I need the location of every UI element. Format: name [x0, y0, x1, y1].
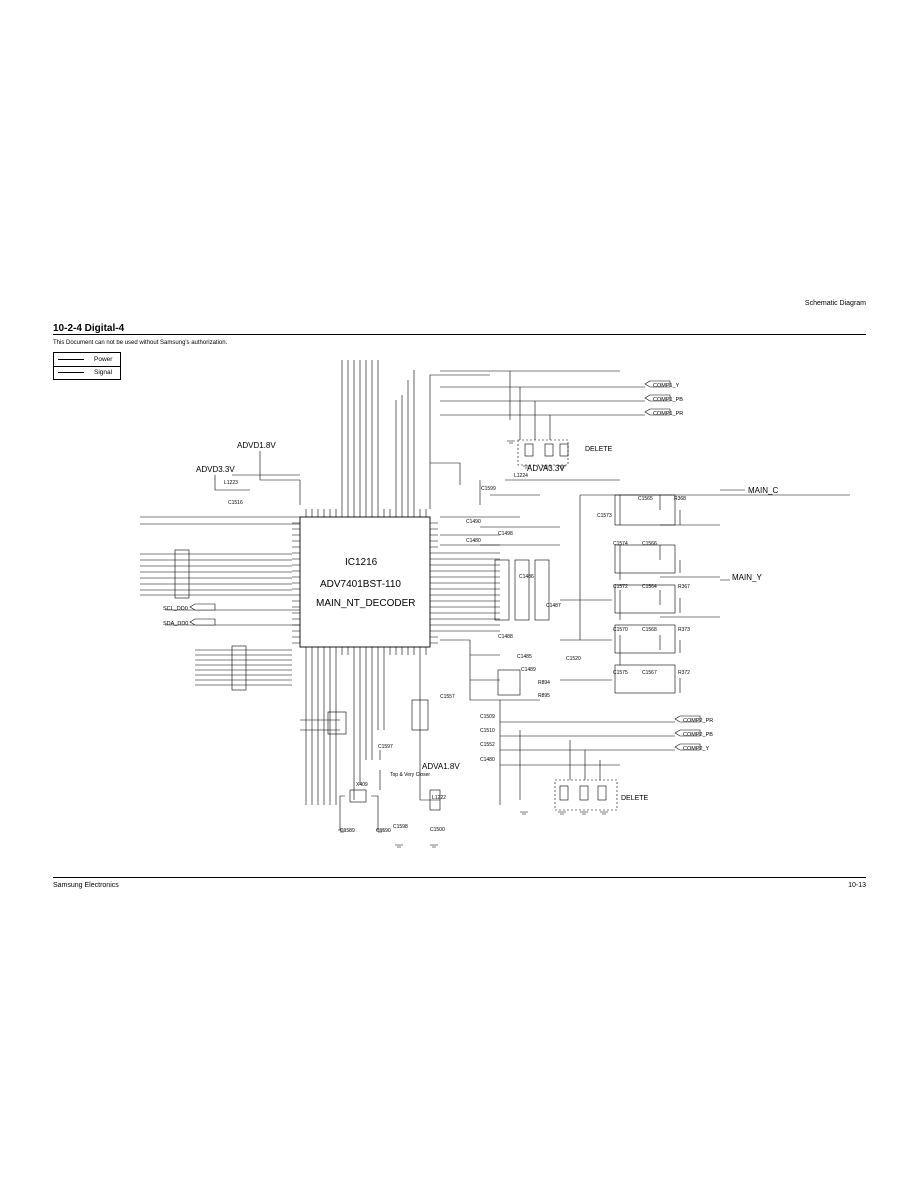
output-comp1-pb: COMP1_PB: [653, 397, 683, 403]
output-comp2-pb: COMP2_PB: [683, 732, 713, 738]
ref-c1509: C1509: [480, 714, 495, 720]
ref-c1567: C1567: [642, 670, 657, 676]
ref-c1480: C1480: [466, 538, 481, 544]
ref-r368: R368: [674, 496, 686, 502]
footer-company: Samsung Electronics: [53, 882, 119, 889]
ic-function-name: MAIN_NT_DECODER: [316, 598, 415, 609]
rail-advd18: ADVD1.8V: [237, 441, 276, 450]
rail-advd33: ADVD3.3V: [196, 465, 235, 474]
top-divider: [53, 334, 866, 335]
page-title: 10-2-4 Digital-4: [53, 323, 125, 334]
signal-sda: SDA_DD0: [163, 621, 188, 627]
line-legend: Power Signal: [53, 352, 121, 380]
output-comp1-y: COMP1_Y: [653, 383, 680, 389]
rail-adva33: ADVA3.3V: [527, 464, 565, 473]
signal-scl: SCL_DD0: [163, 606, 188, 612]
footer-page-number: 10-13: [848, 882, 866, 889]
legend-signal-label: Signal: [94, 369, 113, 376]
ref-l1222: L1222: [432, 795, 446, 801]
ref-c1510: C1510: [480, 728, 495, 734]
ref-c1574: C1574: [613, 541, 628, 547]
ref-l1224: L1224: [514, 473, 528, 479]
ref-c1552: C1552: [480, 742, 495, 748]
output-main-c: MAIN_C: [748, 486, 778, 495]
ref-c1489: C1489: [521, 667, 536, 673]
ref-c1572: C1572: [613, 584, 628, 590]
output-comp2-y: COMP2_Y: [683, 746, 710, 752]
ref-r367: R367: [678, 584, 690, 590]
output-connectors: [189, 380, 701, 751]
note-top-very-closer: Top & Very Closer: [390, 772, 430, 778]
legend-row-signal: Signal: [54, 366, 120, 379]
schematic-wires: [140, 360, 850, 830]
ref-r372: R372: [678, 670, 690, 676]
ground-symbols: [338, 440, 608, 848]
ic-body: [299, 516, 431, 648]
legend-row-power: Power: [54, 353, 120, 366]
output-main-y: MAIN_Y: [732, 573, 762, 582]
ref-c1500: C1500: [430, 827, 445, 833]
signal-line-sample: [58, 372, 84, 373]
output-comp2-pr: COMP2_PR: [683, 718, 713, 724]
ref-c1490: C1490: [466, 519, 481, 525]
ref-c1486: C1486: [519, 574, 534, 580]
authorization-notice: This Document can not be used without Sa…: [53, 340, 228, 346]
ref-x409: X409: [356, 782, 368, 788]
note-delete-bottom: DELETE: [621, 795, 649, 802]
ref-c1557: C1557: [440, 694, 455, 700]
legend-divider: [54, 366, 120, 367]
rail-adva18: ADVA1.8V: [422, 762, 460, 771]
ref-c1488: C1488: [498, 634, 513, 640]
ic-reference: IC1216: [345, 557, 378, 568]
ref-c1487: C1487: [546, 603, 561, 609]
ref-c1485: C1485: [517, 654, 532, 660]
power-line-sample: [58, 359, 84, 360]
ref-c1573: C1573: [597, 513, 612, 519]
output-comp1-pr: COMP1_PR: [653, 411, 683, 417]
ic-part-number: ADV7401BST-110: [320, 579, 401, 590]
ref-c1598: C1598: [393, 824, 408, 830]
ref-c1589: C1589: [340, 828, 355, 834]
ref-l1223: L1223: [224, 480, 238, 486]
ref-r373: R373: [678, 627, 690, 633]
legend-power-label: Power: [94, 356, 113, 363]
component-references: L1223 L1224 L1222 C1516 C1599 C1498 C149…: [224, 473, 690, 834]
ref-c1498: C1498: [498, 531, 513, 537]
ref-c1520: C1520: [566, 656, 581, 662]
schematic-diagram: IC1216 ADV7401BST-110 MAIN_NT_DECODER AD…: [140, 360, 850, 848]
ref-c1570: C1570: [613, 627, 628, 633]
ref-c1590: C1590: [376, 828, 391, 834]
ref-c1516: C1516: [228, 500, 243, 506]
ref-c1564: C1564: [642, 584, 657, 590]
note-delete-top: DELETE: [585, 446, 613, 453]
ref-c1565: C1565: [638, 496, 653, 502]
ref-r894: R894: [538, 680, 550, 686]
ref-r895: R895: [538, 693, 550, 699]
ref-c1566: C1566: [642, 541, 657, 547]
ref-c1599: C1599: [481, 486, 496, 492]
bottom-divider: [53, 877, 866, 878]
ref-c1480-bottom: C1480: [480, 757, 495, 763]
section-header: Schematic Diagram: [804, 300, 866, 307]
ref-c1597: C1597: [378, 744, 393, 750]
ref-c1575: C1575: [613, 670, 628, 676]
ref-c1568: C1568: [642, 627, 657, 633]
